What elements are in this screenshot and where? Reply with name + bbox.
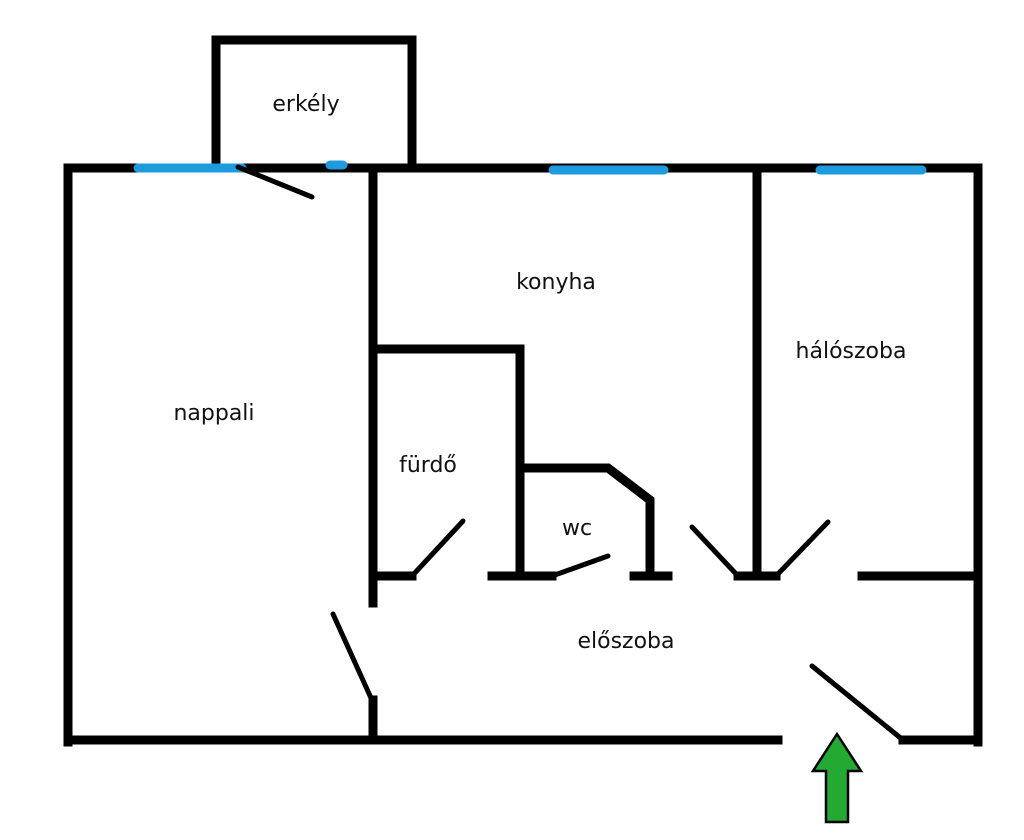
bathroom-wall bbox=[370, 344, 525, 580]
door-balcony bbox=[235, 164, 315, 200]
arrow-up-icon bbox=[810, 731, 864, 824]
label-toilet: wc bbox=[562, 516, 592, 541]
label-bathroom: fürdő bbox=[399, 453, 457, 478]
label-balcony: erkély bbox=[272, 92, 339, 117]
door-kitchen bbox=[689, 524, 741, 579]
doors bbox=[235, 164, 906, 743]
windows bbox=[133, 160, 927, 175]
label-bedroom: hálószoba bbox=[796, 339, 907, 364]
label-hallway: előszoba bbox=[577, 629, 674, 654]
door-toilet bbox=[549, 553, 611, 579]
door-living-room bbox=[330, 611, 374, 701]
label-kitchen: konyha bbox=[516, 270, 596, 295]
walls bbox=[63, 35, 983, 747]
room-labels: erkély konyha hálószoba nappali fürdő wc… bbox=[173, 92, 906, 654]
door-bedroom bbox=[773, 519, 831, 579]
door-entrance bbox=[809, 663, 906, 743]
label-living-room: nappali bbox=[173, 401, 254, 426]
balcony-wall bbox=[211, 35, 417, 170]
toilet-wall bbox=[517, 463, 655, 580]
door-bathroom bbox=[409, 518, 466, 579]
entrance-marker bbox=[810, 731, 864, 824]
